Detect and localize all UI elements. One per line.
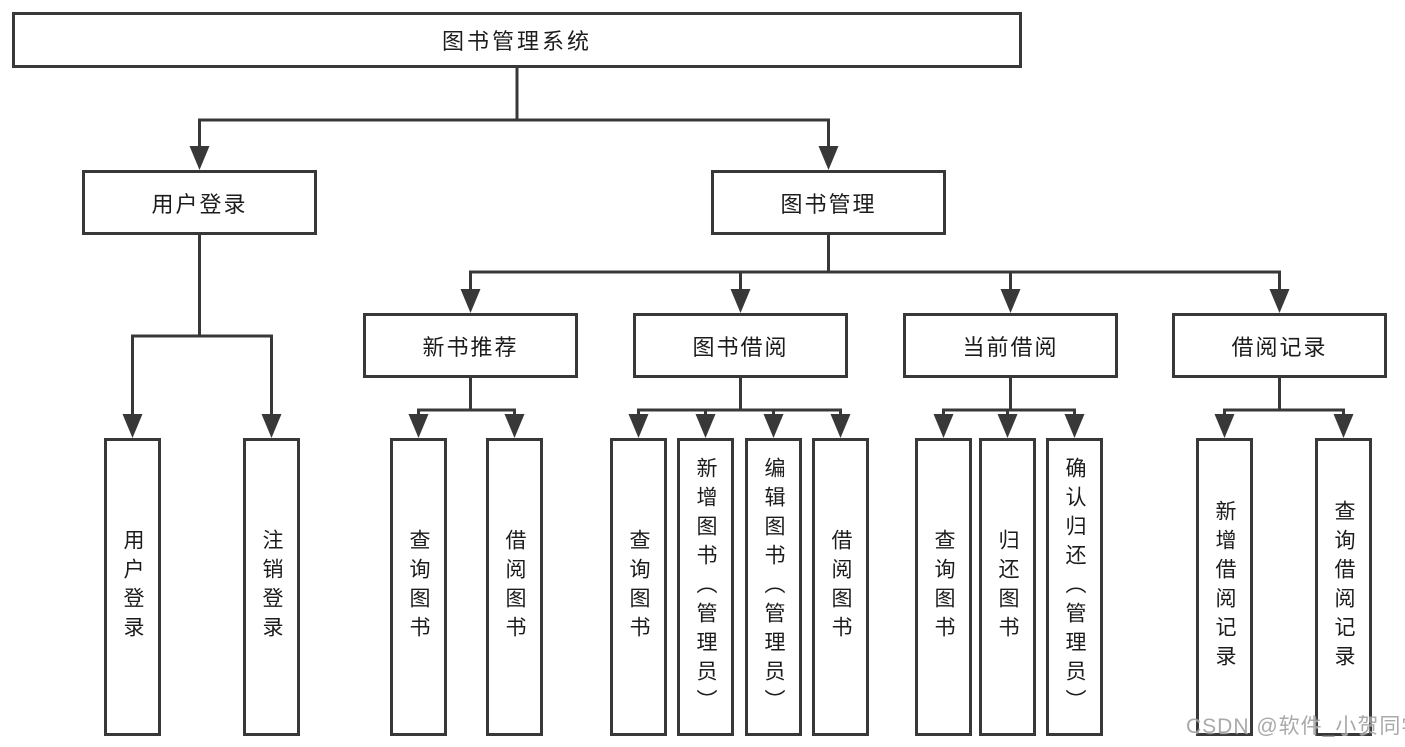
leaf-add-book-admin: 新增图书（管理员） (677, 438, 734, 736)
node-current-borrowing: 当前借阅 (903, 313, 1118, 378)
node-label: 当前借阅 (962, 334, 1059, 360)
leaf-query-books-recommend: 查询图书 (390, 438, 447, 736)
node-label: 新增借阅记录 (1213, 500, 1236, 674)
node-label: 新增图书（管理员） (694, 456, 717, 718)
leaf-edit-book-admin: 编辑图书（管理员） (745, 438, 802, 736)
leaf-borrow-books-borrowing: 借阅图书 (812, 438, 869, 736)
node-label: 查询图书 (627, 529, 650, 645)
node-new-book-recommendation: 新书推荐 (363, 313, 578, 378)
node-label: 编辑图书（管理员） (762, 456, 785, 718)
node-label: 用户登录 (121, 529, 144, 645)
leaf-borrow-books-recommend: 借阅图书 (486, 438, 543, 736)
node-book-management-system: 图书管理系统 (12, 12, 1022, 68)
node-book-management: 图书管理 (711, 170, 946, 235)
node-label: 查询图书 (407, 529, 430, 645)
leaf-query-borrow-record: 查询借阅记录 (1315, 438, 1372, 736)
node-label: 借阅图书 (503, 529, 526, 645)
node-label: 查询图书 (932, 529, 955, 645)
node-book-borrowing: 图书借阅 (633, 313, 848, 378)
leaf-user-login: 用户登录 (104, 438, 161, 736)
node-label: 借阅记录 (1231, 334, 1328, 360)
node-label: 图书借阅 (692, 334, 789, 360)
node-label: 新书推荐 (422, 334, 519, 360)
node-label: 图书管理 (780, 191, 877, 217)
leaf-confirm-return-admin: 确认归还（管理员） (1046, 438, 1103, 736)
node-user-login: 用户登录 (82, 170, 317, 235)
watermark: CSDN @软件_小贺同学 (1186, 715, 1405, 738)
node-label: 借阅图书 (829, 529, 852, 645)
node-label: 用户登录 (151, 191, 248, 217)
node-label: 查询借阅记录 (1332, 500, 1355, 674)
leaf-logout: 注销登录 (243, 438, 300, 736)
leaf-query-books-borrowing: 查询图书 (610, 438, 667, 736)
leaf-return-book: 归还图书 (979, 438, 1036, 736)
node-label: 确认归还（管理员） (1063, 456, 1086, 718)
leaf-query-books-current: 查询图书 (915, 438, 972, 736)
node-label: 归还图书 (996, 529, 1019, 645)
node-label: 图书管理系统 (441, 29, 592, 54)
node-label: 注销登录 (260, 529, 283, 645)
leaf-add-borrow-record: 新增借阅记录 (1196, 438, 1253, 736)
node-borrowing-records: 借阅记录 (1172, 313, 1387, 378)
